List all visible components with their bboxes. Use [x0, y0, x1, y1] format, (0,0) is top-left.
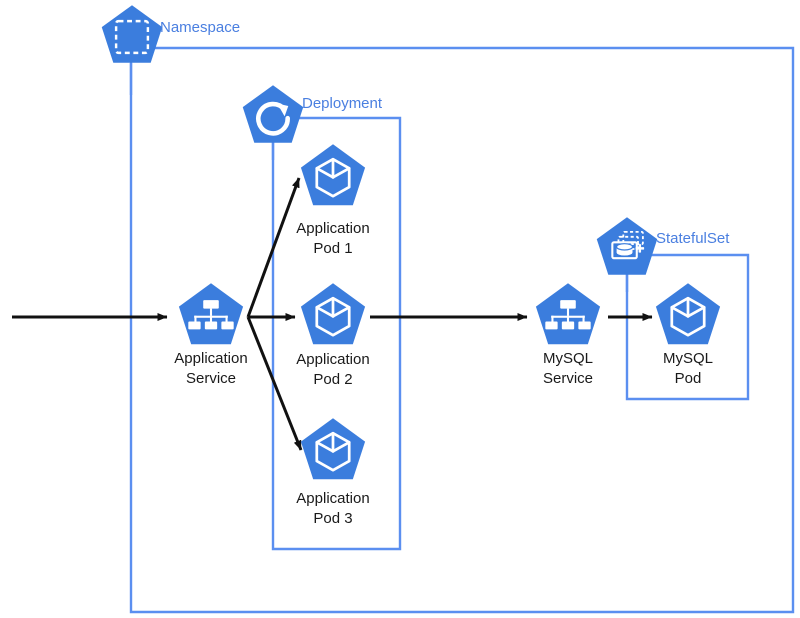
mysql-pod-label-line2: Pod: [675, 370, 702, 387]
statefulset-badge[interactable]: [595, 216, 659, 276]
node-application-service[interactable]: Application Service: [174, 283, 248, 387]
edge-application-service-to-pod-3: [246, 316, 303, 451]
application-pod-2-label-line2: Pod 2: [313, 371, 352, 388]
namespace-group-container: [129, 46, 795, 614]
pod-icon: [299, 417, 367, 481]
pod-icon: [299, 282, 367, 346]
deployment-group-container: [271, 116, 402, 551]
namespace-badge[interactable]: [100, 4, 164, 64]
node-application-pod-3[interactable]: Application Pod 3: [296, 417, 370, 527]
application-pod-1-label-line1: Application: [296, 220, 369, 237]
deployment-badge[interactable]: [243, 85, 304, 143]
edge-application-service-to-pod-1: [246, 177, 301, 318]
pod-icon: [299, 143, 367, 207]
application-pod-3-label-line2: Pod 3: [313, 510, 352, 527]
application-service-label-line1: Application: [174, 350, 247, 367]
mysql-pod-label-line1: MySQL: [663, 350, 713, 367]
service-icon: [535, 283, 601, 345]
deployment-group-label: Deployment: [302, 95, 383, 112]
mysql-service-label-line2: Service: [543, 370, 593, 387]
statefulset-group-label: StatefulSet: [656, 230, 730, 247]
statefulset-group-container: [625, 253, 750, 401]
application-pod-1-label-line2: Pod 1: [313, 240, 352, 257]
node-application-pod-2[interactable]: Application Pod 2: [296, 282, 370, 388]
mysql-service-label-line1: MySQL: [543, 350, 593, 367]
application-pod-3-label-line1: Application: [296, 490, 369, 507]
node-application-pod-1[interactable]: Application Pod 1: [296, 143, 370, 257]
application-service-label-line2: Service: [186, 370, 236, 387]
namespace-group-label: Namespace: [160, 19, 240, 36]
pod-icon: [654, 282, 722, 346]
node-mysql-service[interactable]: MySQL Service: [535, 283, 601, 387]
service-icon: [178, 283, 244, 345]
node-mysql-pod[interactable]: MySQL Pod: [654, 282, 722, 387]
application-pod-2-label-line1: Application: [296, 351, 369, 368]
